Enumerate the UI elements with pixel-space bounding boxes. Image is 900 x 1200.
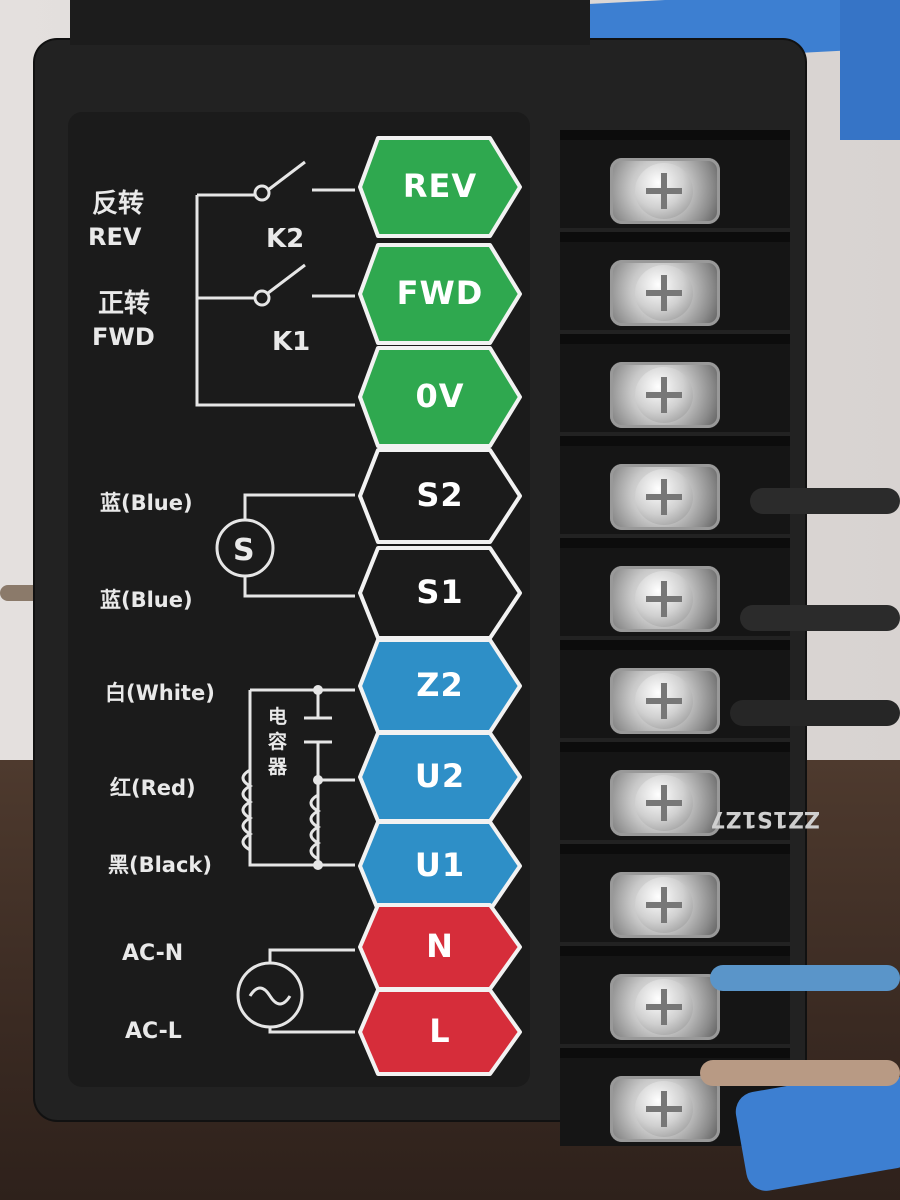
terminal-badge-rev [358, 136, 522, 238]
sensor-s-label: S [233, 533, 255, 568]
terminal-label-u2: U2 [414, 757, 466, 795]
terminal-badges [358, 136, 522, 1076]
blue-wire-label-2: 蓝(Blue) [100, 588, 193, 612]
terminal-slot [560, 436, 790, 534]
k2-blade [267, 160, 306, 192]
k2-label: K2 [266, 224, 304, 254]
terminal-badge-fwd [358, 243, 522, 345]
sticker-text: ZZ1S1Z7 [710, 806, 820, 831]
screw-head-icon [635, 163, 693, 219]
cable-wire [740, 605, 900, 631]
blue-tape-right [840, 0, 900, 140]
screw-head-icon [635, 979, 693, 1035]
sine-wave-icon [248, 986, 292, 1006]
junction-dot [313, 685, 323, 695]
capacitor-char-2: 容 [268, 730, 287, 753]
terminal-label-fwd: FWD [396, 274, 484, 312]
terminal-slot [560, 844, 790, 942]
black-wire-label: 黑(Black) [108, 853, 212, 877]
screw-icon [610, 362, 720, 428]
k1-contact-icon [253, 289, 271, 307]
cable-wire [700, 1060, 900, 1086]
terminal-slot [560, 946, 790, 1044]
screw-icon [610, 1076, 720, 1142]
terminal-badge-l [358, 988, 522, 1076]
terminal-label-s1: S1 [416, 573, 464, 611]
terminal-label-rev: REV [402, 167, 478, 205]
screw-icon [610, 770, 720, 836]
coil-1-icon [241, 768, 254, 852]
screw-head-icon [635, 1081, 693, 1137]
terminal-slot [560, 538, 790, 636]
screw-icon [610, 464, 720, 530]
screw-terminal-block [560, 80, 810, 1160]
terminal-slot [560, 232, 790, 330]
u2-wire [316, 742, 355, 782]
screw-head-icon [635, 265, 693, 321]
junction-dot [313, 860, 323, 870]
housing-top-bracket [70, 0, 590, 45]
fwd-cn-label: 正转 [98, 289, 150, 319]
cable-wire [710, 965, 900, 991]
terminal-label-u1: U1 [414, 846, 466, 884]
screw-icon [610, 260, 720, 326]
ac-l-label: AC-L [125, 1019, 182, 1044]
terminal-slot [560, 334, 790, 432]
blue-wire-label-1: 蓝(Blue) [100, 491, 193, 515]
diagram-dots [313, 685, 323, 870]
terminal-slot [560, 130, 790, 228]
k2-contact-icon [253, 184, 271, 202]
fwd-en-label: FWD [92, 323, 155, 351]
terminal-label-0v: 0V [415, 377, 465, 415]
screw-head-icon [635, 367, 693, 423]
screw-head-icon [635, 877, 693, 933]
u1-wire [248, 690, 355, 867]
screw-head-icon [635, 571, 693, 627]
red-wire-label: 红(Red) [110, 776, 196, 800]
terminal-label-n: N [426, 927, 454, 965]
screw-head-icon [635, 775, 693, 831]
capacitor-char-3: 器 [267, 756, 288, 778]
screw-icon [610, 872, 720, 938]
rev-cn-label: 反转 [92, 189, 144, 219]
diagram-nodes [215, 184, 304, 1029]
sensor-symbol-icon [215, 518, 275, 578]
k1-blade [267, 263, 306, 295]
k1-label: K1 [272, 327, 310, 357]
terminal-label-z2: Z2 [416, 666, 464, 704]
diagram-labels: 反转 REV 正转 FWD K2 K1 S 蓝(Blue) 蓝(Blue) 电 … [88, 189, 310, 1044]
white-wire-label: 白(White) [105, 681, 215, 705]
cable-wire [750, 488, 900, 514]
rev-en-label: REV [88, 223, 142, 251]
s1-wire [243, 574, 355, 598]
screw-head-icon [635, 673, 693, 729]
terminal-badge-s2 [358, 448, 522, 544]
screw-icon [610, 668, 720, 734]
screw-head-icon [635, 469, 693, 525]
s2-wire [243, 493, 355, 522]
terminal-label-s2: S2 [416, 476, 464, 514]
cable-wire [730, 700, 900, 726]
terminal-slot [560, 742, 790, 840]
ac-n-label: AC-N [122, 941, 183, 966]
screw-icon [610, 566, 720, 632]
screw-icon [610, 974, 720, 1040]
terminal-badge-0v [358, 346, 522, 448]
coil-2-icon [309, 793, 322, 861]
common-wire [195, 195, 355, 407]
junction-dot [313, 775, 323, 785]
diagram-lines [195, 160, 355, 1034]
terminal-label-l: L [429, 1012, 451, 1050]
capacitor-char-1: 电 [268, 705, 287, 728]
screw-icon [610, 158, 720, 224]
